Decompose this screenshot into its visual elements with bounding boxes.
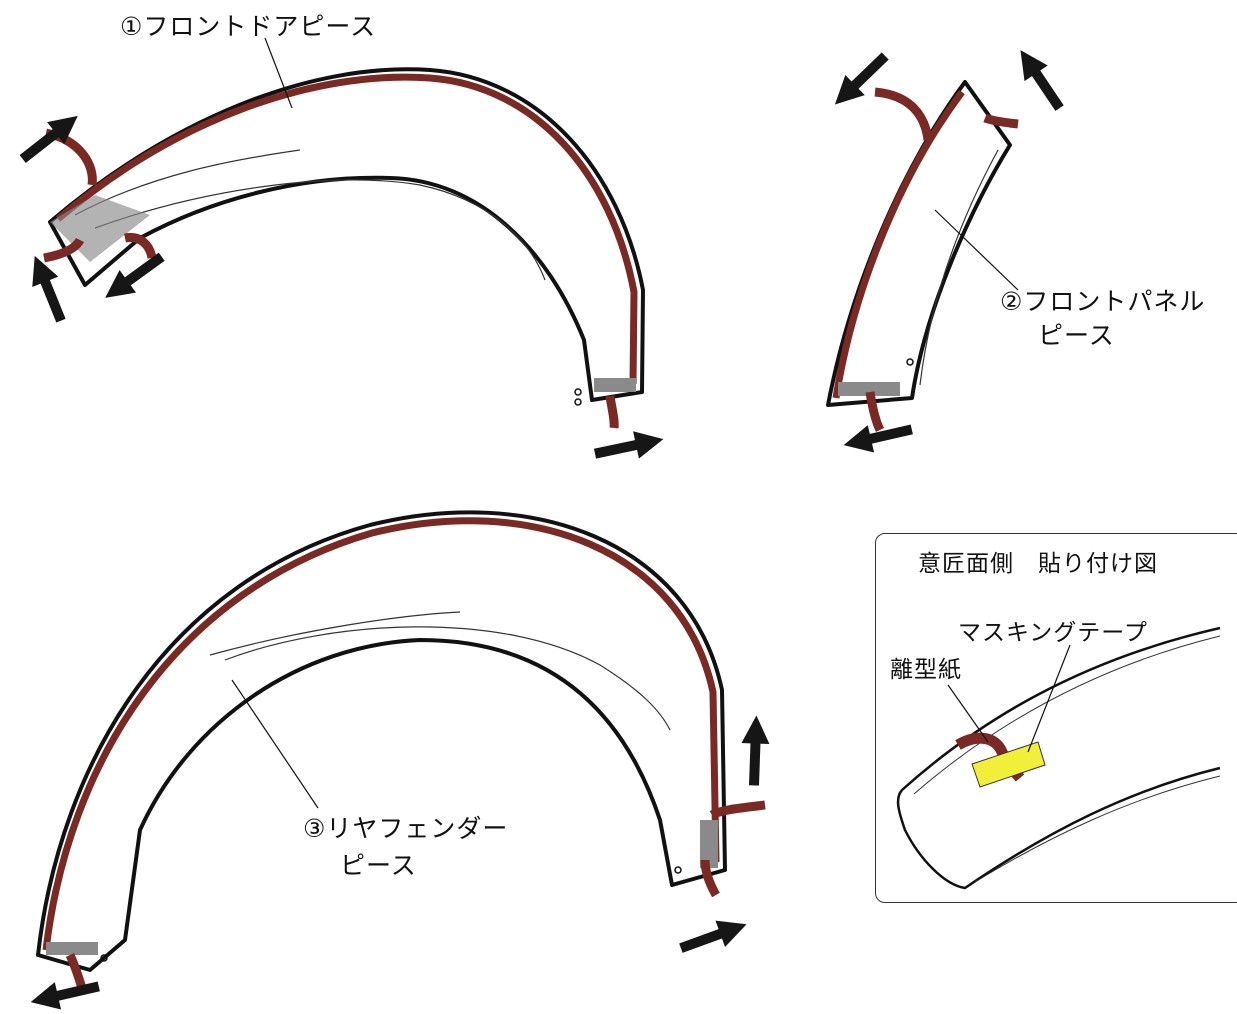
- arrow-icon: [592, 425, 667, 468]
- label-front-panel-piece-line2: ピース: [1038, 321, 1115, 350]
- front-panel-body: [826, 80, 1012, 407]
- front-panel-end-pad: [838, 382, 900, 396]
- rear-fender-end-pad: [700, 820, 718, 868]
- front-panel-release-tab: [983, 113, 1019, 129]
- arrow-icon: [825, 45, 895, 115]
- arrow-icon: [1008, 42, 1072, 116]
- inset-illustration: [896, 626, 1221, 890]
- label-front-panel-piece-line1: ②フロントパネル: [1000, 287, 1206, 316]
- front-door-hole: [574, 398, 582, 406]
- inset-part-inner-edge: [974, 775, 1221, 883]
- front-panel-piece: [825, 42, 1072, 459]
- arrow-icon: [21, 250, 74, 326]
- rear-fender-hole: [674, 866, 682, 874]
- front-door-end-pad: [594, 378, 636, 392]
- front-door-release-tab: [605, 395, 619, 429]
- front-door-tape: [55, 73, 638, 385]
- front-door-body: [48, 67, 645, 402]
- front-door-piece: [14, 37, 667, 468]
- label-rear-fender-piece-line2: ピース: [340, 851, 417, 880]
- rear-fender-piece: [27, 510, 771, 1014]
- arrow-icon: [740, 715, 771, 786]
- label-masking-tape: マスキングテープ: [958, 620, 1148, 646]
- rear-fender-tape: [42, 517, 720, 951]
- label-rear-fender-piece-line1: ③リヤフェンダー: [303, 814, 509, 843]
- front-door-inner-edge: [94, 179, 546, 281]
- inset-frame: [875, 533, 1237, 903]
- front-panel-tape: [832, 89, 965, 399]
- rear-fender-inner-line: [209, 611, 461, 656]
- leader-line: [264, 37, 293, 109]
- front-door-release-tab: [124, 232, 157, 260]
- leader-line: [934, 209, 1019, 291]
- front-panel-release-tab: [874, 87, 933, 141]
- rear-fender-end-pad: [46, 942, 98, 955]
- inset-title: 意匠面側 貼り付け図: [918, 551, 1158, 577]
- arrow-icon: [676, 911, 752, 962]
- rear-fender-inner-edge: [224, 626, 671, 731]
- rear-fender-hole: [100, 954, 108, 962]
- leader-line: [947, 684, 989, 743]
- rear-fender-release-tab: [700, 859, 720, 898]
- label-front-door-piece: ①フロントドアピース: [120, 12, 377, 41]
- front-panel-release-tab: [865, 391, 885, 433]
- label-release-paper: 離型紙: [890, 657, 962, 683]
- front-panel-hole: [906, 358, 914, 366]
- front-panel-inner-edge: [919, 149, 999, 386]
- rear-fender-release-tab: [709, 800, 766, 820]
- front-door-release-tab: [43, 237, 85, 263]
- arrow-icon: [14, 104, 87, 171]
- inset-masking-tape: [971, 741, 1046, 788]
- inset-part-body: [896, 626, 1221, 890]
- leader-line: [1027, 644, 1071, 753]
- rear-fender-body: [36, 510, 727, 972]
- front-door-hole: [574, 388, 582, 396]
- leader-line: [231, 679, 319, 809]
- inset-part-inner-edge: [913, 635, 1221, 795]
- arrow-icon: [27, 972, 102, 1014]
